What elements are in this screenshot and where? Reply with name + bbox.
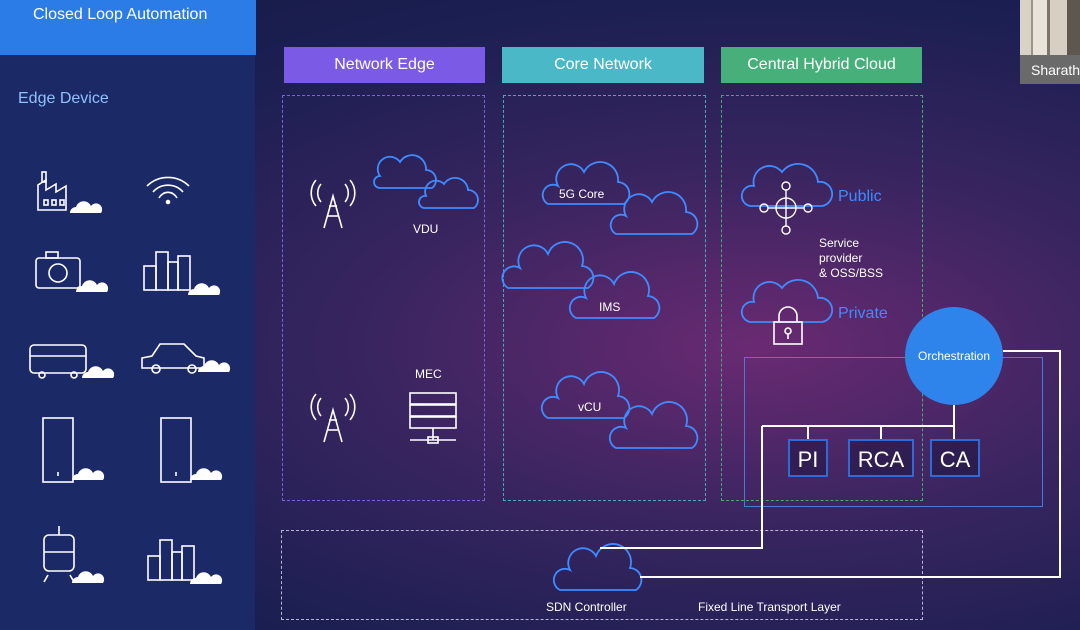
- private-label: Private: [838, 305, 888, 322]
- module-rca: RCA: [848, 439, 914, 477]
- service-line: provider: [819, 251, 863, 265]
- core-cloud-icon: [608, 401, 699, 449]
- column-header-network-edge: Network Edge: [284, 47, 485, 83]
- antenna-tower-icon: [310, 179, 356, 229]
- vdu-label: VDU: [413, 222, 439, 236]
- public-label: Public: [838, 188, 882, 205]
- edge-device-panel: [0, 0, 255, 630]
- service-line: & OSS/BSS: [819, 266, 884, 280]
- ims-label: IMS: [599, 300, 621, 314]
- page-title: Closed Loop Automation: [0, 0, 256, 55]
- orchestration-box: [744, 357, 1043, 507]
- phone-device-icon: [42, 417, 74, 483]
- presenter-video: [1020, 0, 1080, 55]
- sdn-cloud-icon: [552, 543, 643, 591]
- orchestration-node: Orchestration: [905, 307, 1003, 405]
- module-pi: PI: [788, 439, 828, 477]
- fixed-line-transport-label: Fixed Line Transport Layer: [698, 600, 841, 614]
- bus-icon: [29, 344, 87, 379]
- service-provider-label: Service provider & OSS/BSS: [819, 236, 883, 281]
- column-header-core-network: Core Network: [502, 47, 704, 83]
- 5g-core-label: 5G Core: [559, 187, 605, 201]
- mec-label: MEC: [415, 367, 442, 381]
- server-icon: [409, 392, 457, 444]
- city-buildings-icon: [147, 539, 195, 581]
- central-cloud-box: [721, 95, 923, 501]
- lock-icon: [773, 306, 803, 345]
- edge-device-label: Edge Device: [18, 90, 109, 107]
- core-cloud-icon: [568, 271, 661, 319]
- sdn-controller-label: SDN Controller: [546, 600, 627, 614]
- factory-icon: [37, 171, 67, 211]
- tram-icon: [43, 526, 75, 583]
- public-cloud-icon: [740, 162, 834, 207]
- vdu-cloud-icon: [373, 154, 437, 189]
- antenna-tower-icon: [310, 393, 356, 443]
- wifi-icon: [146, 176, 190, 205]
- core-cloud-icon: [541, 161, 631, 205]
- core-cloud-icon: [501, 241, 595, 289]
- vdu-cloud-icon: [418, 177, 479, 209]
- connector-lines: [600, 350, 1061, 578]
- network-globe-icon: [759, 181, 813, 235]
- module-ca: CA: [930, 439, 980, 477]
- transport-layer-box: [281, 530, 923, 620]
- service-line: Service: [819, 236, 860, 250]
- column-header-central-hybrid-cloud: Central Hybrid Cloud: [721, 47, 922, 83]
- city-buildings-icon: [143, 251, 191, 291]
- vcu-label: vCU: [578, 400, 602, 414]
- camera-icon: [35, 251, 81, 289]
- core-cloud-icon: [609, 191, 699, 235]
- core-network-box: [503, 95, 706, 501]
- car-icon: [141, 343, 205, 374]
- presenter-video-tile[interactable]: Sharath: [1020, 0, 1080, 84]
- phone-device-icon: [160, 417, 192, 483]
- core-cloud-icon: [540, 371, 631, 419]
- private-cloud-icon: [740, 278, 834, 323]
- presenter-name: Sharath: [1031, 62, 1080, 78]
- network-edge-box: [282, 95, 485, 501]
